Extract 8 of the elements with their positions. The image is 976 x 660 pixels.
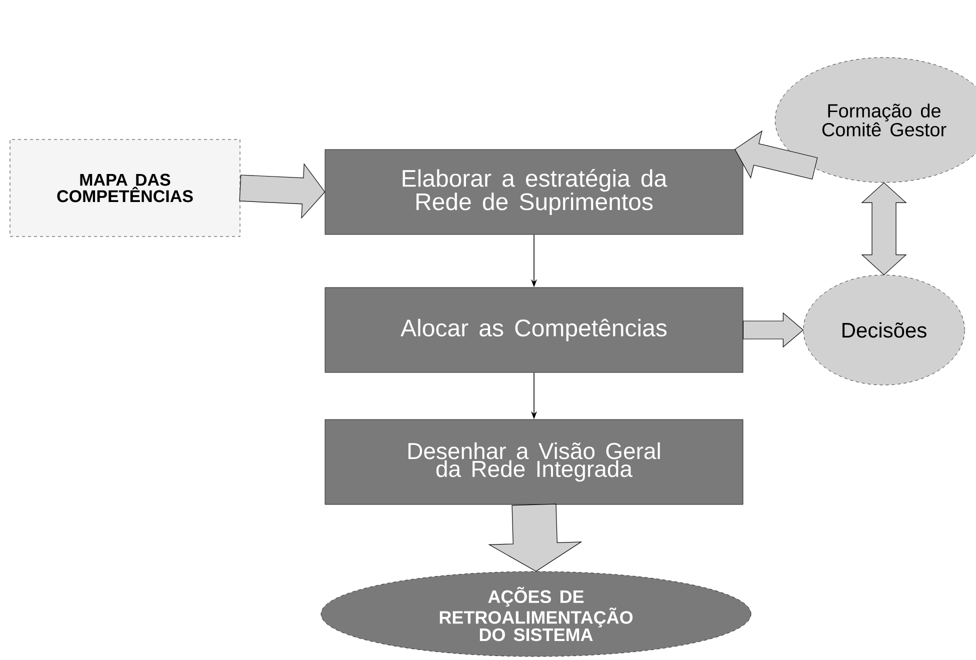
process-box: Alocar as Competências [324,287,744,373]
process-box: Desenhar a Visão Geral da Rede Integrada [324,419,744,505]
block-arrow [861,182,907,276]
block-arrow [239,163,326,219]
process-box: MAPA DAS COMPETÊNCIAS [10,139,240,237]
block-arrow [742,312,804,348]
process-box: Elaborar a estratégia da Rede de Suprimentos [324,149,744,235]
block-arrow [488,504,582,572]
